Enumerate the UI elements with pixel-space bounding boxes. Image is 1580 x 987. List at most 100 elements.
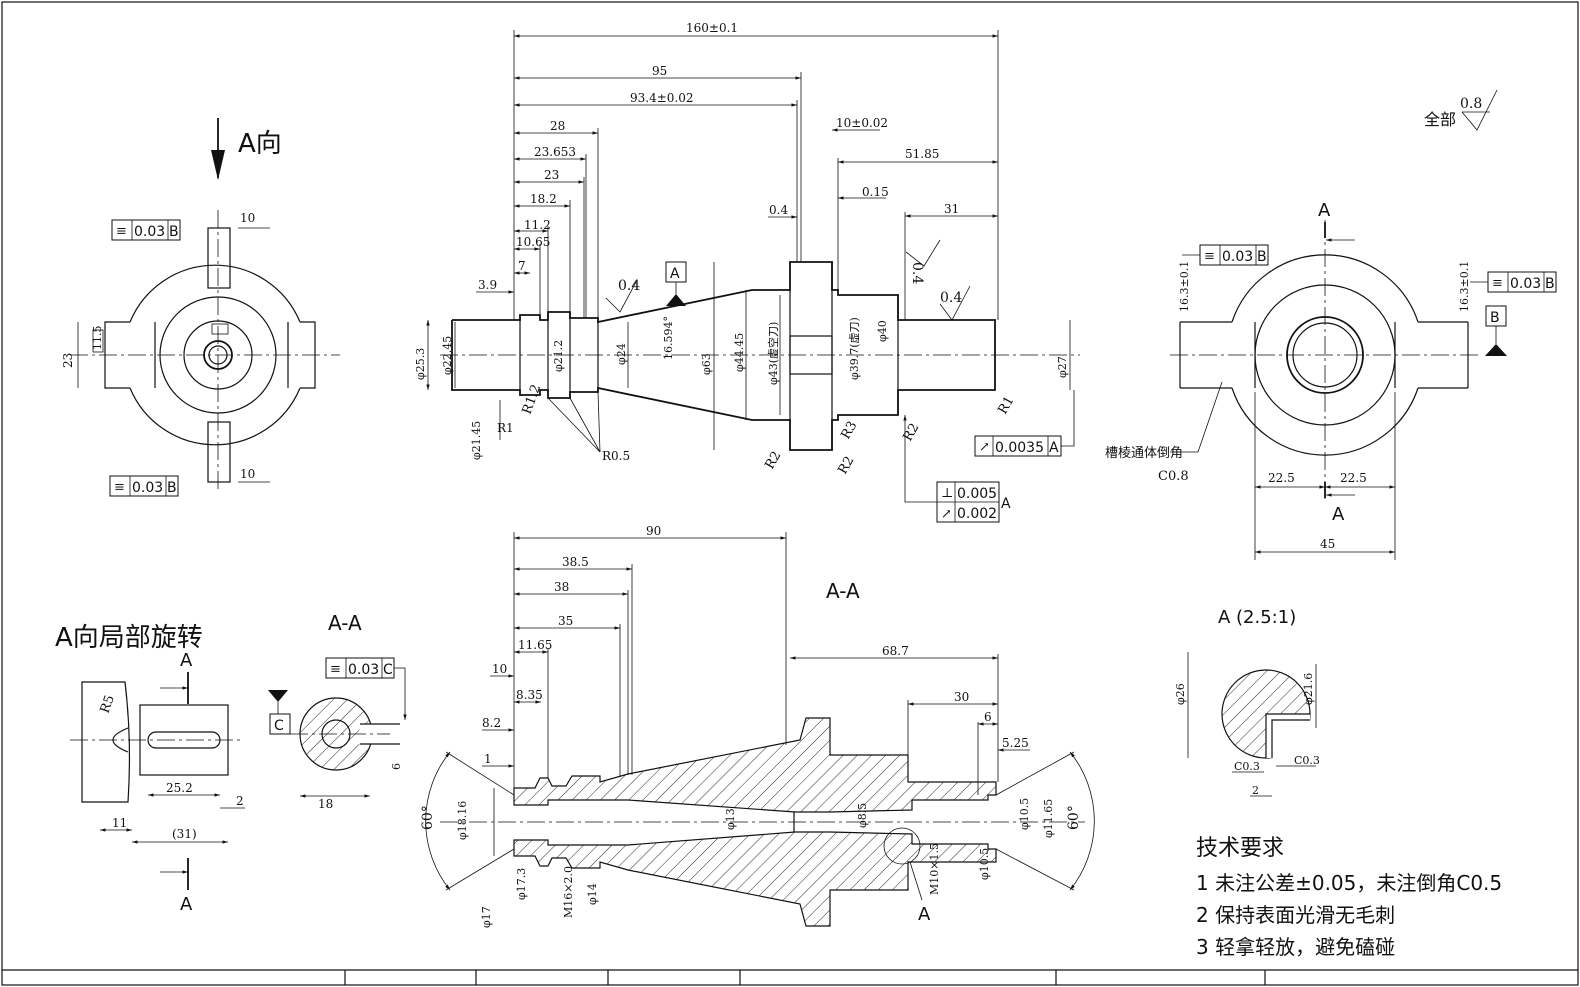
small-section-aa: A-A 18 6 C: [268, 611, 403, 811]
svg-text:10.65: 10.65: [516, 235, 550, 249]
svg-text:0.03: 0.03: [1222, 249, 1253, 265]
svg-text:A: A: [1318, 200, 1331, 221]
tech-req-title: 技术要求: [1196, 836, 1284, 861]
tech-req-item: 3 轻拿轻放，避免磕碰: [1196, 935, 1395, 959]
svg-text:10: 10: [492, 662, 507, 676]
svg-text:↗: ↗: [979, 440, 990, 455]
svg-text:A: A: [1332, 504, 1345, 525]
svg-text:8.35: 8.35: [516, 688, 543, 702]
svg-text:0.4: 0.4: [909, 262, 925, 284]
svg-text:R2: R2: [835, 454, 857, 477]
svg-text:φ18.16: φ18.16: [456, 801, 469, 840]
svg-text:22.5: 22.5: [1268, 471, 1295, 485]
svg-text:φ39.7(虚刀): φ39.7(虚刀): [848, 317, 861, 380]
svg-text:10: 10: [240, 467, 255, 481]
svg-text:6: 6: [390, 763, 403, 770]
main-section-view: A-A A 60° 60°: [420, 579, 1095, 927]
svg-text:R5: R5: [98, 693, 118, 715]
svg-text:10±0.02: 10±0.02: [836, 116, 888, 130]
global-surface-finish: 全部 0.8: [1424, 89, 1498, 131]
svg-text:35: 35: [558, 614, 573, 628]
svg-text:11.65: 11.65: [518, 638, 552, 652]
svg-text:φ22.45: φ22.45: [441, 336, 454, 375]
svg-text:160±0.1: 160±0.1: [686, 21, 738, 35]
svg-text:0.4: 0.4: [940, 290, 962, 306]
svg-text:φ26: φ26: [1174, 683, 1187, 705]
svg-text:B: B: [1490, 310, 1500, 326]
right-end-view: 16.3±0.1 16.3±0.1 22.5 22.5 45 槽棱通体倒角 C0…: [1105, 200, 1480, 560]
svg-text:0.4: 0.4: [618, 278, 640, 294]
svg-text:φ8.5: φ8.5: [856, 803, 869, 828]
svg-text:R0.5: R0.5: [602, 449, 630, 463]
svg-text:0.03: 0.03: [348, 662, 379, 678]
svg-text:16.3±0.1: 16.3±0.1: [1178, 261, 1191, 312]
svg-text:60°: 60°: [1066, 805, 1082, 830]
sym-frame-c: ≡ 0.03 C: [325, 657, 407, 720]
bottom-main-dimensions: 90 38.5 38 35 11.65 10 8.35 8.2 1 68.7 3…: [482, 524, 1030, 795]
svg-text:18.2: 18.2: [530, 192, 557, 206]
svg-text:22.5: 22.5: [1340, 471, 1367, 485]
svg-text:A: A: [180, 650, 193, 671]
main-shaft-view: [440, 261, 1080, 451]
sym-frame-left-top: ≡ 0.03 B: [111, 219, 181, 241]
svg-text:A: A: [670, 266, 680, 282]
svg-text:0.0035: 0.0035: [995, 440, 1044, 456]
svg-text:90: 90: [646, 524, 661, 538]
svg-text:10: 10: [240, 211, 255, 225]
svg-text:11: 11: [112, 816, 127, 830]
runout-frame-0035: ↗ 0.0035 A: [974, 390, 1075, 457]
svg-text:0.03: 0.03: [132, 480, 163, 496]
svg-text:R2: R2: [900, 421, 922, 444]
svg-text:11.5: 11.5: [91, 326, 104, 351]
svg-text:C0.8: C0.8: [1158, 469, 1189, 484]
svg-text:25.2: 25.2: [166, 781, 193, 795]
svg-text:18: 18: [318, 797, 333, 811]
svg-text:φ43(虚空刀): φ43(虚空刀): [766, 322, 780, 385]
svg-text:0.15: 0.15: [862, 185, 889, 199]
svg-text:1: 1: [484, 752, 492, 766]
svg-text:23.653: 23.653: [534, 145, 576, 159]
svg-text:A-A: A-A: [826, 579, 860, 603]
svg-text:B: B: [169, 224, 179, 240]
top-dimensions: 160±0.1 95 93.4±0.02 28 23.653 23 18.2 1…: [476, 21, 999, 320]
sym-frame-right-left: ≡ 0.03 B: [1182, 244, 1269, 266]
svg-text:31: 31: [944, 202, 959, 216]
svg-text:R1: R1: [995, 394, 1017, 417]
svg-text:0.03: 0.03: [1510, 276, 1541, 292]
svg-text:φ17: φ17: [480, 906, 493, 928]
svg-text:51.85: 51.85: [905, 147, 939, 161]
svg-text:B: B: [167, 480, 177, 496]
tech-req-item: 2 保持表面光滑无毛刺: [1196, 903, 1395, 927]
svg-text:φ27: φ27: [1056, 356, 1069, 378]
svg-text:φ21.45: φ21.45: [470, 421, 483, 460]
datum-a-marker: A: [665, 261, 687, 306]
svg-text:A (2.5:1): A (2.5:1): [1218, 607, 1296, 628]
svg-text:68.7: 68.7: [882, 644, 909, 658]
top-diameter-labels: φ25.3 φ22.45 φ21.2 φ24 16.594° φ63 φ44.4…: [414, 262, 1071, 477]
svg-text:φ14: φ14: [586, 883, 599, 905]
svg-text:≡: ≡: [330, 662, 341, 677]
svg-text:23: 23: [544, 168, 559, 182]
left-end-view: 10 10 23 11.5: [61, 210, 340, 490]
svg-text:38.5: 38.5: [562, 555, 589, 569]
svg-text:23: 23: [61, 353, 75, 368]
svg-text:R1.2: R1.2: [520, 383, 545, 417]
svg-text:↗: ↗: [941, 507, 952, 522]
bottom-main-diameter-labels: φ18.16 φ13 φ8.5 φ10.5 φ11.65 φ17.3 φ17 M…: [456, 788, 1055, 928]
detail-a-view: A (2.5:1) φ26 φ21.6 C0.3 C0.3 2: [1174, 607, 1320, 797]
svg-text:95: 95: [652, 64, 667, 78]
svg-text:A: A: [1049, 440, 1059, 456]
svg-text:B: B: [1545, 276, 1555, 292]
svg-text:6: 6: [984, 710, 992, 724]
svg-text:C0.3: C0.3: [1234, 760, 1260, 773]
svg-text:0.005: 0.005: [957, 486, 997, 502]
sym-frame-left-bottom: ≡ 0.03 B: [109, 475, 179, 497]
svg-text:R1: R1: [497, 421, 514, 435]
svg-text:A向局部旋转: A向局部旋转: [55, 623, 203, 653]
svg-text:A: A: [918, 904, 931, 925]
svg-text:(31): (31): [172, 827, 197, 841]
svg-text:φ21.6: φ21.6: [1302, 673, 1315, 705]
svg-text:C: C: [383, 662, 393, 678]
svg-text:R2: R2: [762, 449, 784, 472]
svg-text:槽棱通体倒角: 槽棱通体倒角: [1105, 445, 1183, 461]
